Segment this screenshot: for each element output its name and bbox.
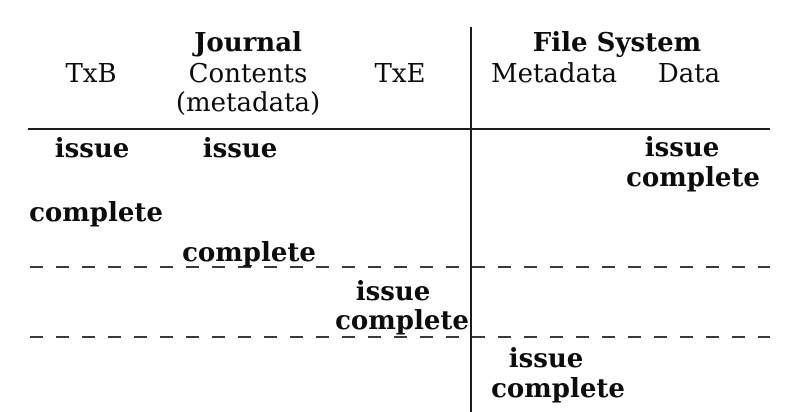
dashed-separator-2 <box>30 336 770 338</box>
event-txb-complete: complete <box>29 198 163 228</box>
event-data-issue: issue <box>644 133 720 163</box>
event-txe-complete: complete <box>335 306 469 336</box>
column-header-txb: TxB <box>65 59 117 89</box>
event-data-complete: complete <box>626 163 760 193</box>
journal-group-header: Journal <box>194 28 302 58</box>
column-header-contents: Contents <box>188 59 308 89</box>
event-contents-issue: issue <box>202 134 278 164</box>
column-header-txe: TxE <box>374 59 426 89</box>
column-header-data: Data <box>657 59 721 89</box>
header-rule <box>28 128 770 130</box>
column-header-metadata: Metadata <box>490 59 618 89</box>
event-metadata-issue: issue <box>508 344 584 374</box>
file-system-group-header: File System <box>532 28 702 58</box>
event-txb-issue: issue <box>54 134 130 164</box>
event-contents-complete: complete <box>182 238 316 268</box>
journal-filesystem-divider <box>470 27 472 412</box>
dashed-separator-1 <box>30 266 770 268</box>
event-txe-issue: issue <box>355 277 431 307</box>
event-metadata-complete: complete <box>491 374 625 404</box>
contents-metadata-note: (metadata) <box>175 88 321 118</box>
